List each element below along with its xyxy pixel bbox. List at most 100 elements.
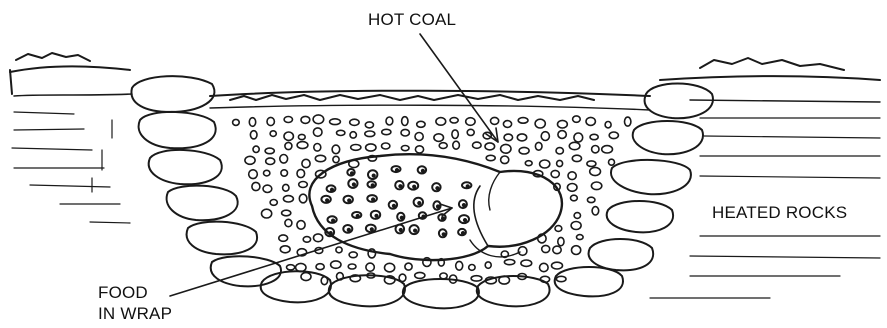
label-heated-rocks: HEATED ROCKS: [712, 203, 847, 223]
coal-pebble: [453, 141, 460, 149]
coal-pebble: [350, 119, 359, 125]
food-spot-dot: [372, 174, 375, 177]
coal-pebble: [399, 274, 406, 281]
food-spot-dot: [436, 187, 439, 190]
coal-pebble: [385, 263, 395, 272]
coal-pebble: [401, 129, 409, 136]
food-spot-dot: [421, 169, 424, 172]
coal-pebble: [540, 263, 549, 271]
coal-pebble: [349, 160, 359, 167]
arrow-food: [170, 204, 452, 296]
coal-pebble: [297, 169, 305, 177]
coal-pebble: [270, 131, 276, 137]
coal-pebble: [330, 119, 341, 125]
coal-pebble: [525, 161, 532, 166]
coal-pebble: [473, 142, 482, 148]
coal-pebble: [587, 161, 596, 167]
coal-pebble: [551, 170, 559, 177]
coal-pebble: [297, 142, 308, 149]
food-spot-dot: [399, 228, 402, 231]
coal-pebble: [313, 128, 322, 136]
food-spot-dot: [463, 219, 466, 222]
coal-pebble: [486, 155, 495, 160]
coal-pebble: [450, 118, 458, 123]
coal-pebble: [542, 245, 550, 252]
coal-pebble: [299, 194, 307, 203]
food-spot-dot: [329, 232, 332, 235]
coal-pebble: [469, 265, 475, 271]
coal-pebble: [283, 184, 289, 191]
coal-pebble: [315, 155, 325, 161]
food-spot-dot: [352, 183, 355, 186]
food-spot-dot: [326, 199, 329, 202]
coal-pebble: [266, 158, 275, 165]
coal-pebble: [350, 132, 356, 138]
coal-pebble: [504, 134, 513, 141]
coal-pebble: [287, 265, 295, 270]
coal-pebble: [331, 261, 341, 268]
coal-pebble: [471, 276, 482, 281]
coal-pebble: [467, 129, 474, 135]
coal-pebble: [535, 119, 545, 128]
coal-pebble: [540, 160, 550, 168]
food-spot-dot: [400, 216, 403, 219]
coal-pebble: [417, 121, 425, 127]
coal-pebble: [285, 219, 292, 226]
coal-pebble: [405, 263, 412, 270]
coal-pebble: [569, 142, 580, 149]
coal-pebble: [556, 148, 563, 154]
coal-pebble: [556, 276, 566, 281]
coal-pebble: [333, 156, 339, 162]
coal-pebble: [401, 146, 409, 151]
food-spot-dot: [372, 198, 375, 201]
label-food-line2: IN WRAP: [98, 304, 172, 324]
coal-pebble: [285, 142, 292, 149]
coal-pebble: [571, 195, 578, 201]
coal-pebble: [265, 148, 274, 154]
food-spot-dot: [441, 217, 444, 220]
coal-pebble: [321, 277, 327, 285]
coal-pebble: [313, 115, 324, 124]
coal-pebble: [280, 246, 290, 253]
coal-pebble: [553, 246, 561, 254]
coal-pebble: [270, 200, 277, 206]
coal-pebble: [283, 196, 293, 202]
coal-pebble: [452, 130, 458, 139]
food-spot-dot: [422, 215, 425, 218]
coal-pebble: [567, 184, 577, 192]
coal-pebble: [609, 159, 615, 165]
coal-pebble: [301, 273, 311, 281]
coal-pebble: [415, 146, 423, 153]
coal-pebble: [592, 146, 599, 153]
food-wrap-spots: [321, 166, 471, 237]
arrow-hot-coal: [420, 34, 498, 142]
coal-pebble: [558, 237, 564, 245]
coal-pebble: [517, 134, 526, 141]
coal-pebble: [558, 131, 566, 139]
coal-pebble: [485, 143, 495, 150]
coal-pebble: [592, 207, 599, 215]
food-spot-dot: [370, 228, 373, 231]
food-spot-dot: [395, 169, 398, 172]
coal-pebble: [314, 234, 323, 242]
food-spot-dot: [330, 188, 333, 191]
coal-pebble: [519, 147, 529, 154]
coal-pebble: [456, 261, 463, 270]
food-spot-dot: [356, 214, 359, 217]
coal-pebble: [466, 118, 475, 126]
coal-pebble: [280, 155, 288, 164]
food-spot-dot: [413, 185, 416, 188]
coal-pebble: [279, 235, 288, 241]
coal-pebble: [365, 131, 375, 137]
coal-pebble: [503, 121, 511, 128]
coal-pebble: [337, 130, 345, 135]
coal-pebble: [590, 167, 601, 175]
coal-pebble: [245, 156, 255, 164]
coal-pebble: [535, 142, 542, 150]
food-spot-dot: [375, 214, 378, 217]
label-food-line1: FOOD: [98, 283, 148, 303]
coal-pebble: [609, 132, 618, 139]
coal-pebble: [521, 260, 532, 266]
coal-pebble: [574, 213, 580, 219]
